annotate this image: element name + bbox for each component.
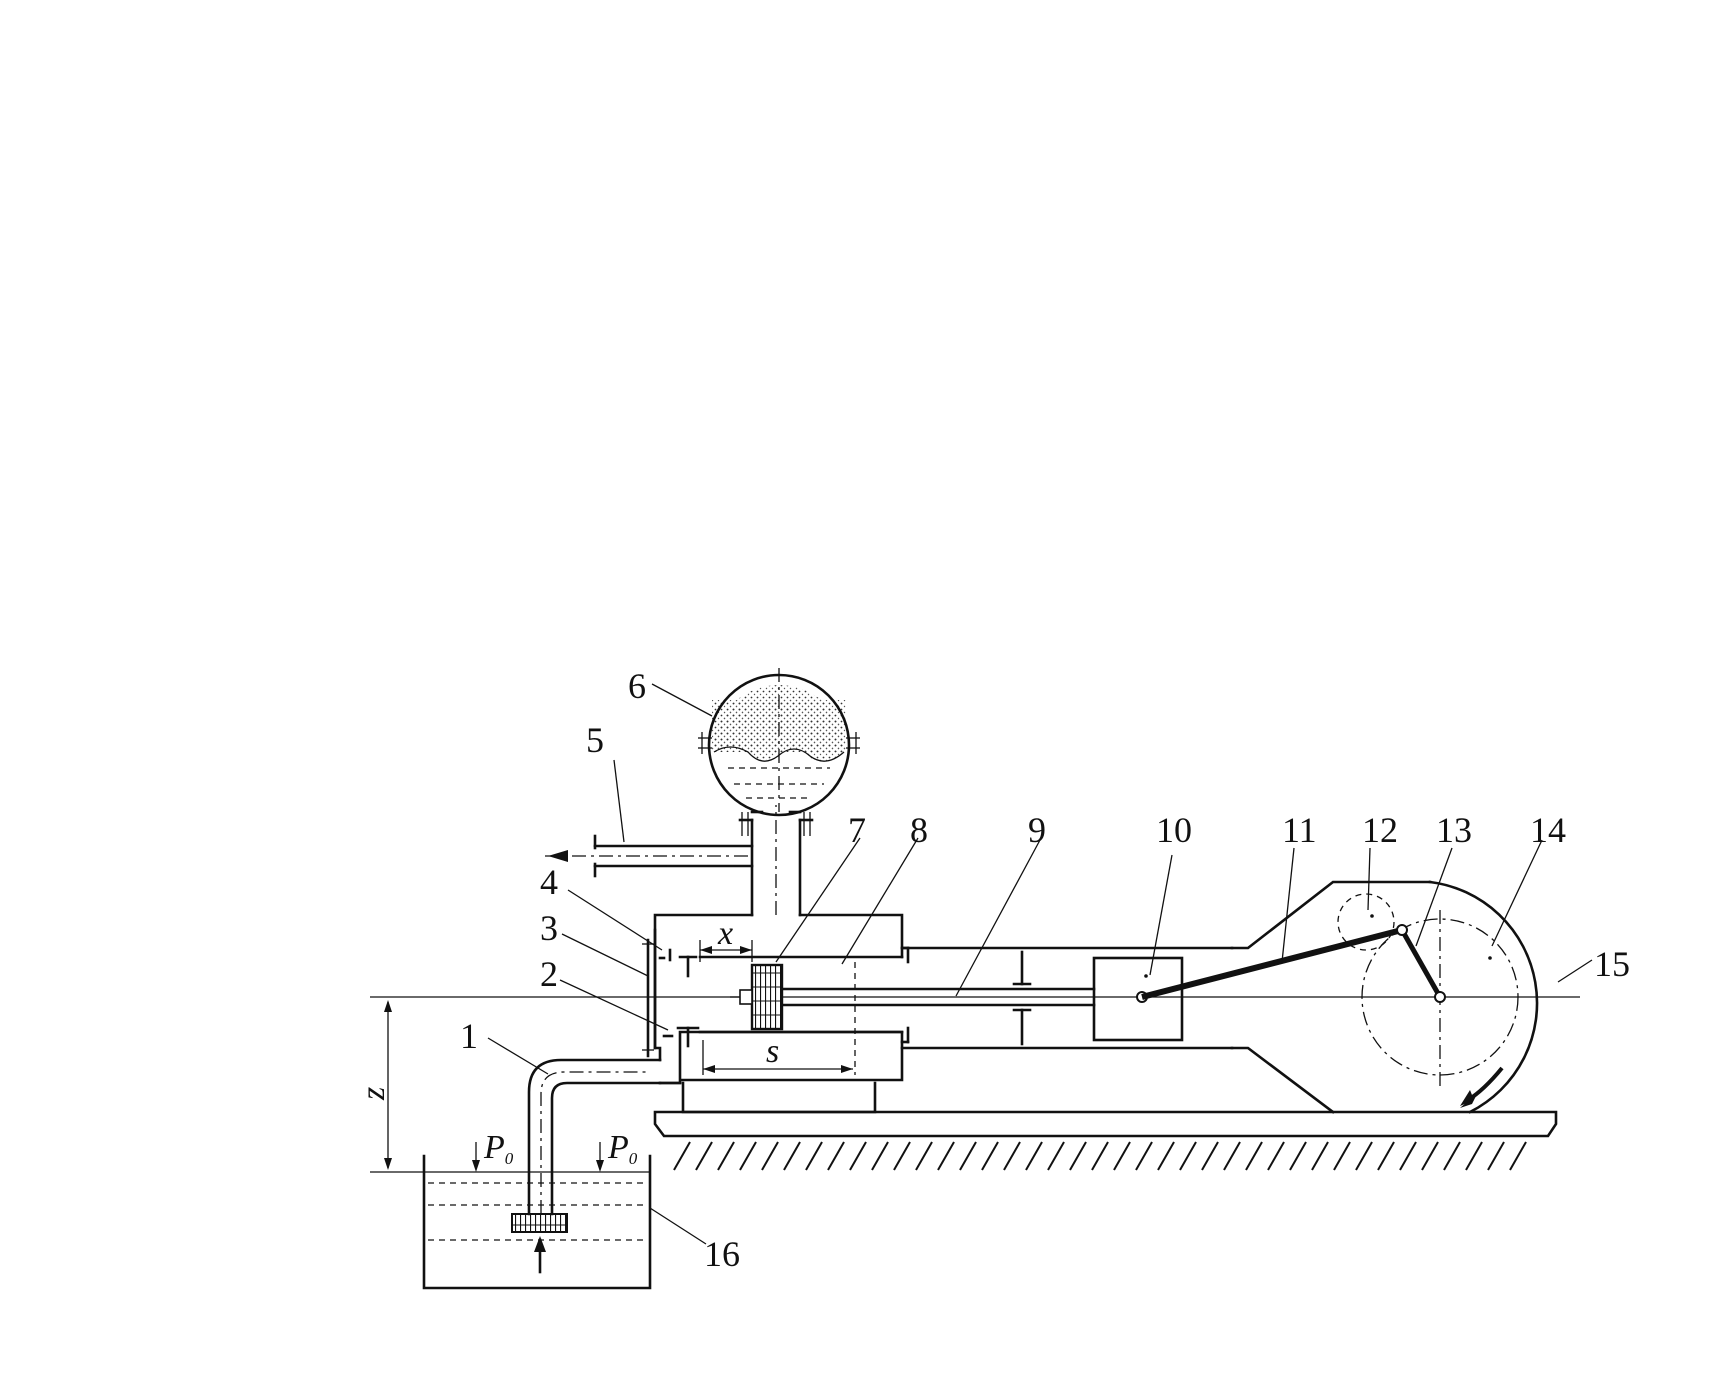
piston-rod — [780, 987, 1096, 1007]
ground-hatch-stroke — [1091, 1141, 1109, 1171]
crank-wheel — [1361, 918, 1519, 1076]
guide-frame — [900, 880, 1539, 1114]
label-7: 7 — [848, 810, 866, 850]
ground-hatch-stroke — [915, 1141, 933, 1171]
discharge-riser — [738, 805, 814, 917]
ground-hatch-stroke — [673, 1141, 691, 1171]
pressure-arrow-right — [596, 1142, 604, 1172]
inflow-arrow — [534, 1236, 546, 1274]
label-10: 10 — [1156, 810, 1192, 850]
ground-hatch-stroke — [805, 1141, 823, 1171]
ground-hatch-stroke — [1487, 1141, 1505, 1171]
ground-hatch-stroke — [959, 1141, 977, 1171]
label-1: 1 — [460, 1016, 478, 1056]
label-14: 14 — [1530, 810, 1566, 850]
dimension-z — [384, 1000, 392, 1170]
label-8: 8 — [910, 810, 928, 850]
dimension-s — [702, 1040, 853, 1075]
ground-hatch-stroke — [1311, 1141, 1329, 1171]
ground-hatch-stroke — [1069, 1141, 1087, 1171]
ground-hatch-stroke — [1509, 1141, 1527, 1171]
ground-hatch-stroke — [1267, 1141, 1285, 1171]
label-4: 4 — [540, 862, 558, 902]
ground-hatch-stroke — [761, 1141, 779, 1171]
ground-hatch-stroke — [1025, 1141, 1043, 1171]
leader-lines — [487, 683, 1593, 1245]
label-13: 13 — [1436, 810, 1472, 850]
label-3: 3 — [540, 908, 558, 948]
ground-hatch-stroke — [717, 1141, 735, 1171]
ground-hatch-stroke — [871, 1141, 889, 1171]
ground-hatch-stroke — [1245, 1141, 1263, 1171]
ground-hatch-stroke — [1333, 1141, 1351, 1171]
ground-hatch-stroke — [1465, 1141, 1483, 1171]
valve-assembly — [642, 938, 700, 1058]
ground-hatch-stroke — [1223, 1141, 1241, 1171]
symbol-z: z — [355, 1087, 392, 1101]
symbols: x s z P0 P0 — [355, 915, 779, 1168]
ground-hatch-stroke — [739, 1141, 757, 1171]
air-vessel — [698, 668, 860, 817]
ground-hatch-stroke — [937, 1141, 955, 1171]
pressure-arrow-left — [472, 1142, 480, 1172]
dimension-x — [699, 940, 753, 962]
ground-hatch-stroke — [1377, 1141, 1395, 1171]
eccentric — [1337, 893, 1395, 951]
ground-hatch-stroke — [1421, 1141, 1439, 1171]
rotation-arrow — [1460, 1066, 1504, 1108]
ground-hatch-stroke — [893, 1141, 911, 1171]
pump-cylinder — [653, 913, 910, 1114]
symbol-s: s — [766, 1033, 779, 1070]
ground-hatch-stroke — [783, 1141, 801, 1171]
crosshead — [1092, 956, 1184, 1042]
label-2: 2 — [540, 954, 558, 994]
ground-hatch-stroke — [695, 1141, 713, 1171]
ground-hatch-stroke — [827, 1141, 845, 1171]
connecting-rod — [1141, 927, 1403, 1000]
ground-hatching — [673, 1141, 1527, 1171]
suction-pipe — [527, 1058, 662, 1216]
symbol-p0-left: P0 — [483, 1129, 514, 1168]
crank-arm — [1399, 928, 1443, 999]
label-11: 11 — [1282, 810, 1317, 850]
ground-hatch-stroke — [1003, 1141, 1021, 1171]
water-tank — [370, 1154, 652, 1290]
base-plate — [653, 1110, 1558, 1138]
ground-hatch-stroke — [1355, 1141, 1373, 1171]
ground-hatch-stroke — [1289, 1141, 1307, 1171]
ground-hatch-stroke — [1201, 1141, 1219, 1171]
symbol-x: x — [717, 915, 733, 952]
ground-hatch-stroke — [1399, 1141, 1417, 1171]
ground-hatch-stroke — [1135, 1141, 1153, 1171]
symbol-p0-right: P0 — [607, 1129, 638, 1168]
ground-hatch-stroke — [1047, 1141, 1065, 1171]
label-5: 5 — [586, 720, 604, 760]
part-labels: 1 2 3 4 5 6 7 8 9 10 11 12 13 14 15 16 — [460, 666, 1630, 1274]
ground-hatch-stroke — [849, 1141, 867, 1171]
label-12: 12 — [1362, 810, 1398, 850]
ground-hatch-stroke — [1157, 1141, 1175, 1171]
piston — [730, 963, 784, 1031]
ground-hatch-stroke — [981, 1141, 999, 1171]
label-15: 15 — [1594, 944, 1630, 984]
discharge-pipe — [545, 834, 754, 878]
label-16: 16 — [704, 1234, 740, 1274]
ground-hatch-stroke — [1113, 1141, 1131, 1171]
ground-hatch-stroke — [1179, 1141, 1197, 1171]
strainer — [511, 1213, 568, 1233]
label-6: 6 — [628, 666, 646, 706]
label-9: 9 — [1028, 810, 1046, 850]
ground-hatch-stroke — [1443, 1141, 1461, 1171]
